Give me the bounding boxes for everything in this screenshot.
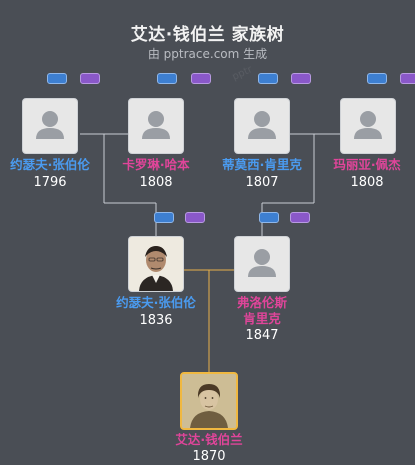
person-year-father: 1836 (139, 313, 173, 328)
expand-maternal-button-3[interactable] (291, 73, 311, 84)
person-placeholder-icon (248, 249, 276, 277)
expand-paternal-button-2[interactable] (157, 73, 177, 84)
expand-mother-parents-button-b[interactable] (290, 212, 310, 223)
person-year-gp1: 1796 (33, 175, 67, 190)
person-name-gp2[interactable]: 卡罗琳·哈本 (122, 157, 190, 172)
person-name-gp1[interactable]: 约瑟夫·张伯伦 (10, 157, 90, 172)
person-photo-self[interactable] (180, 372, 238, 430)
expand-maternal-button-2[interactable] (191, 73, 211, 84)
person-photo-gp1[interactable] (22, 98, 78, 154)
man-portrait-icon (129, 237, 183, 291)
expand-father-parents-button-b[interactable] (185, 212, 205, 223)
person-placeholder-icon (142, 111, 170, 139)
person-name-self[interactable]: 艾达·钱伯兰 (175, 432, 243, 447)
person-photo-mother[interactable] (234, 236, 290, 292)
person-year-self: 1870 (192, 449, 226, 464)
person-name-mother-line2[interactable]: 肯里克 (243, 311, 281, 326)
person-placeholder-icon (36, 111, 64, 139)
page-subtitle: 由 pptrace.com 生成 (147, 47, 268, 61)
person-name-mother-line1[interactable]: 弗洛伦斯 (236, 295, 287, 310)
person-year-gp3: 1807 (245, 175, 279, 190)
woman-portrait-icon (182, 374, 236, 428)
person-name-father[interactable]: 约瑟夫·张伯伦 (116, 295, 196, 310)
expand-maternal-button-1[interactable] (80, 73, 100, 84)
expand-paternal-button-1[interactable] (47, 73, 67, 84)
person-name-gp3[interactable]: 蒂莫西·肯里克 (222, 157, 302, 172)
person-name-gp4[interactable]: 玛丽亚·佩杰 (333, 157, 401, 172)
person-year-mother: 1847 (245, 328, 279, 343)
person-photo-gp3[interactable] (234, 98, 290, 154)
person-photo-gp2[interactable] (128, 98, 184, 154)
person-photo-father[interactable] (128, 236, 184, 292)
expand-mother-parents-button-a[interactable] (259, 212, 279, 223)
person-placeholder-icon (248, 111, 276, 139)
expand-maternal-button-4[interactable] (400, 73, 415, 84)
person-photo-gp4[interactable] (340, 98, 396, 154)
expand-paternal-button-4[interactable] (367, 73, 387, 84)
expand-paternal-button-3[interactable] (258, 73, 278, 84)
person-year-gp2: 1808 (139, 175, 173, 190)
person-placeholder-icon (354, 111, 382, 139)
page-title: 艾达·钱伯兰 家族树 (130, 25, 285, 45)
expand-father-parents-button-a[interactable] (154, 212, 174, 223)
person-year-gp4: 1808 (350, 175, 384, 190)
